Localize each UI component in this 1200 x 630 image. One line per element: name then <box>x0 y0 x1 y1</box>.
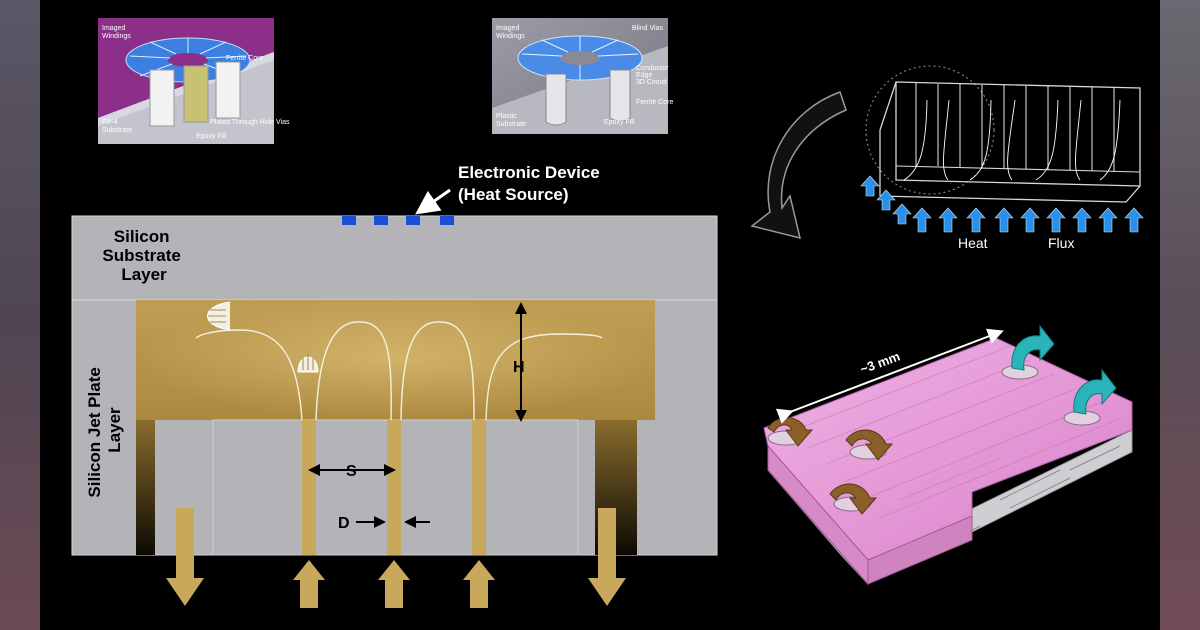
fr4-ferrite-label: Ferrite Core <box>226 55 263 62</box>
rotate-arrow <box>750 91 847 240</box>
fr4-vias-label: Plated Through Hole Vias <box>210 119 290 126</box>
inlet-port-arrows <box>767 417 894 515</box>
plastic-blind-label: Blind Vias <box>632 25 664 32</box>
heat-source-chip <box>406 216 420 225</box>
dim-d-label: D <box>338 515 350 532</box>
left-border-strip <box>0 0 40 630</box>
plastic-windings <box>517 35 643 81</box>
flux-label: Flux <box>1048 235 1074 251</box>
heat-source-chip <box>440 216 454 225</box>
fin-flow-lines <box>903 99 1121 181</box>
fr4-ferrite-left <box>149 69 175 127</box>
microchannel-cooler: ~3 mm <box>763 324 1133 586</box>
fr4-epoxy-label: Epoxy Fill <box>196 133 227 140</box>
right-border-strip <box>1160 0 1200 630</box>
plastic-core-right <box>609 69 631 122</box>
jet-nozzle <box>387 420 401 555</box>
dimension-h <box>515 302 527 422</box>
outlet-arrows <box>166 508 626 606</box>
inlet-arrows <box>293 560 495 608</box>
heat-label: Heat <box>958 235 988 251</box>
fr4-ferrite-right <box>215 61 241 119</box>
outlet-port-arrows <box>1011 324 1117 415</box>
heatsink-fin-diagram: Heat Flux <box>750 65 1144 251</box>
dim-s-label: S <box>346 463 357 480</box>
heat-source-chip <box>342 216 356 225</box>
plastic-epoxy-label: Epoxy Fill <box>604 119 635 126</box>
fr4-epoxy <box>183 65 209 123</box>
jet-nozzle <box>472 420 486 555</box>
fin-plates <box>895 83 1141 173</box>
zoom-circle <box>865 65 995 195</box>
substrate-layer-label: Silicon Substrate Layer <box>102 227 185 284</box>
jet-impingement-diagram: H S D Silicon Substrate Layer <box>71 163 718 608</box>
dimension-d <box>356 516 430 528</box>
heat-flux-arrows <box>860 175 1144 233</box>
fin-array <box>879 81 1141 203</box>
heat-source-chip <box>374 216 388 225</box>
jet-plate-layer-label: Silicon Jet Plate Layer <box>85 362 124 497</box>
plastic-ferrite-label: Ferrite Core <box>636 99 673 106</box>
dim-h-label: H <box>513 359 525 376</box>
device-pointer-arrow <box>415 188 451 215</box>
plastic-core-left <box>545 73 567 126</box>
outlet-left-gap <box>136 420 155 555</box>
velocity-profile-jet <box>297 354 319 373</box>
jet-streamlines <box>195 321 603 421</box>
velocity-profile-wall <box>207 301 231 331</box>
size-dimension-line <box>775 328 1004 424</box>
electronic-device-label: Electronic Device (Heat Source) <box>458 163 604 204</box>
dimension-s <box>308 464 396 476</box>
jet-nozzle <box>302 420 316 555</box>
